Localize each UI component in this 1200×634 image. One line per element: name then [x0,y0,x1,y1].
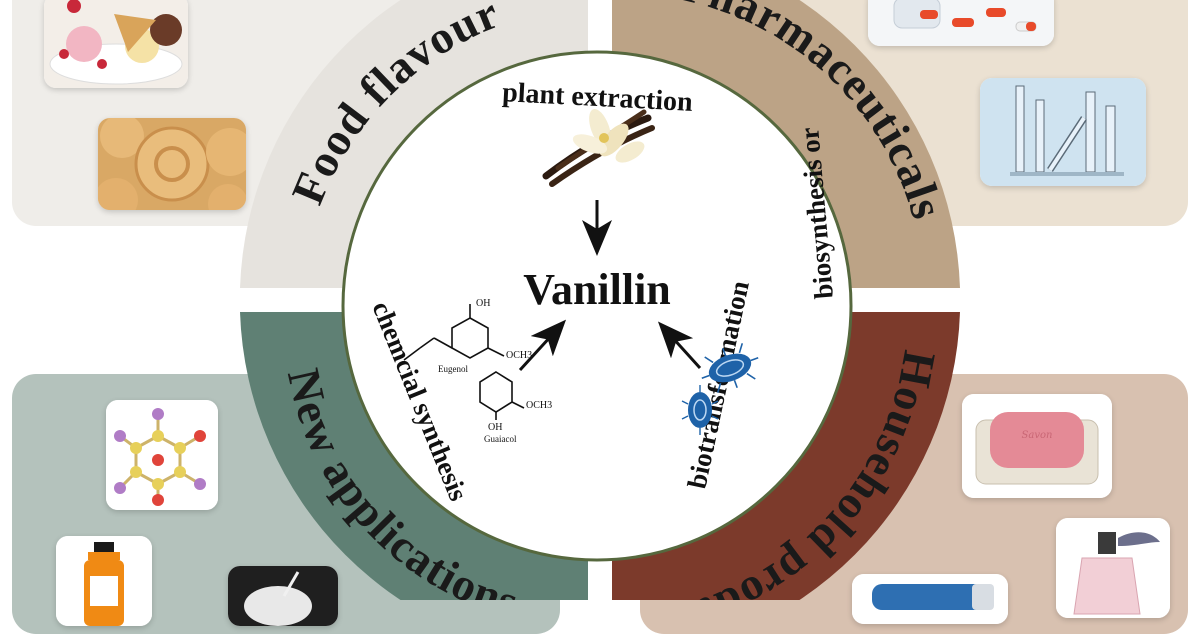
vanillin-title: Vanillin [523,265,671,314]
bacterium-small-icon [681,385,719,435]
svg-text:Savon: Savon [1022,430,1053,441]
vanillin-diagram: Food flavour Pharmaceuticals New applica… [240,0,960,600]
ice-cream-image [44,0,188,88]
guaiacol-oh: OH [488,422,502,433]
arrow-bio [657,321,702,370]
eugenol-name: Eugenol [438,364,468,374]
guaiacol-structure [479,371,525,420]
capsules-image [868,0,1054,46]
eugenol-och3: OCH3 [506,350,532,361]
soap-image: Savon [962,394,1112,498]
molecule-model-image [106,400,218,510]
vanilla-pods-icon [542,108,655,187]
guaiacol-name: Guaiacol [484,434,517,444]
syringes-image [980,78,1146,186]
eugenol-structure [403,304,505,361]
eugenol-oh: OH [476,298,490,309]
guaiacol-och3: OCH3 [526,400,552,411]
bacterium-large-icon [701,343,759,393]
arrow-chem [518,319,567,372]
cookies-image [98,118,246,210]
center-disc [341,50,853,562]
